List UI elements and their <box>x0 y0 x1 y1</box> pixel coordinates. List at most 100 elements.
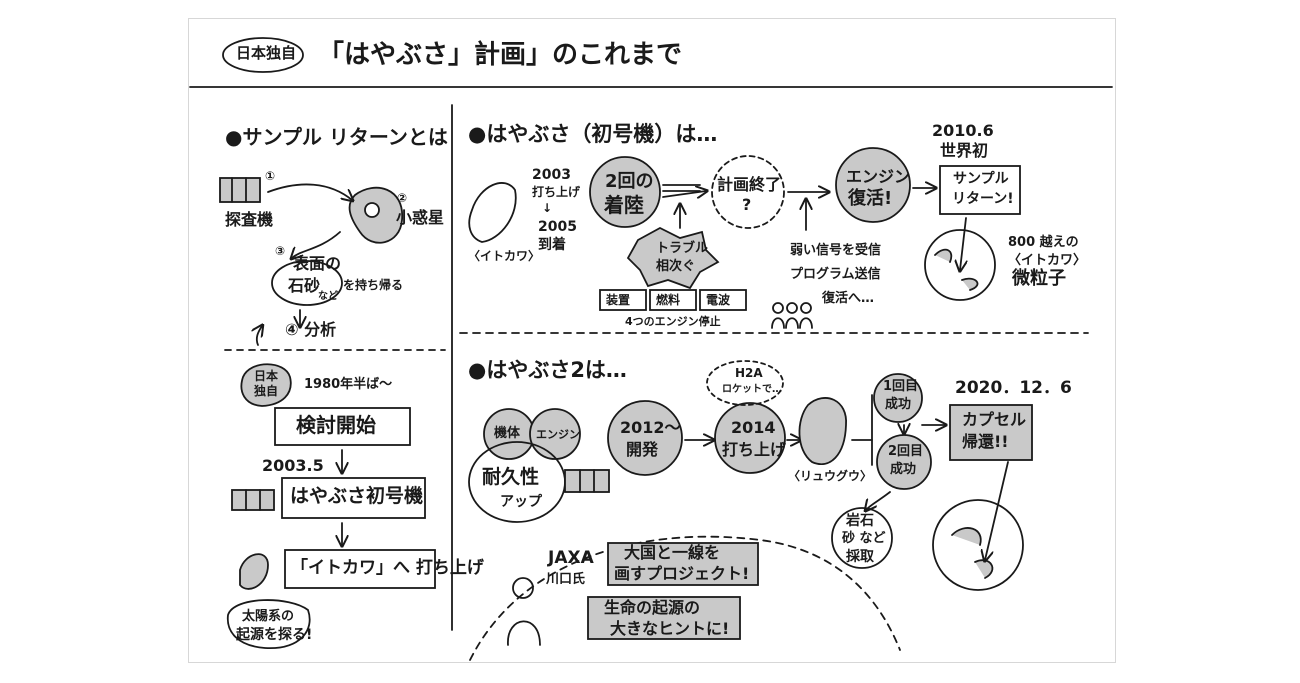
trouble-burst <box>626 226 720 290</box>
quote-box-1 <box>607 542 759 586</box>
first-line1: 1回目 <box>883 379 919 394</box>
box-hayabusa-label: はやぶさ初号機 <box>290 485 424 507</box>
asteroid-label: 小惑星 <box>396 208 445 227</box>
nado-label: など <box>318 291 338 302</box>
landing-line1: 2回の <box>605 171 654 192</box>
title-badge-oval <box>222 37 304 73</box>
h1-arrive: 到着 <box>538 237 566 253</box>
title-badge: 日本独自 <box>236 44 297 62</box>
dev-circle <box>607 400 683 476</box>
step-3: ③ <box>275 244 286 258</box>
step-2: ② <box>397 191 408 205</box>
first-success-circle <box>873 373 923 423</box>
history-period: 1980年半ば〜 <box>304 377 393 392</box>
hayabusa1-heading: ●はやぶさ（初号機）は… <box>468 122 718 146</box>
engine-label: エンジン <box>536 428 580 441</box>
launch-circle <box>714 402 786 474</box>
history-date: 2003.5 <box>262 456 324 475</box>
durable-label: 耐久性 <box>482 466 540 488</box>
second-line1: 2回目 <box>888 444 924 459</box>
h1-arrow: ↓ <box>542 201 553 215</box>
landing-circle <box>589 156 661 228</box>
h1-launch: 打ち上げ <box>532 185 581 199</box>
revive-line2: 復活! <box>848 188 893 209</box>
year-2010: 2010.6 <box>932 121 994 140</box>
ryugu-shape <box>798 397 847 465</box>
launch-line2: 打ち上げ <box>722 440 787 459</box>
plan-end-line1: 計画終了 <box>717 175 782 194</box>
probe-icon-2 <box>231 489 275 511</box>
dev-line2: 開発 <box>626 440 659 459</box>
surface-label: 表面の <box>293 254 342 273</box>
history-badge-line2: 独自 <box>254 384 279 398</box>
capsule-line2: 帰還!! <box>962 432 1009 451</box>
quote1-line1: 大国と一線を <box>624 543 721 562</box>
ryugu-label: 〈リュウグウ〉 <box>788 469 873 483</box>
person-label: 川口氏 <box>546 572 586 587</box>
quote2-line1: 生命の起源の <box>604 598 701 617</box>
history-badge <box>240 363 292 407</box>
capsule-line1: カプセル <box>962 410 1027 429</box>
sr-line1: サンプル <box>953 171 1009 187</box>
origin-line2: 起源を探る! <box>236 627 313 643</box>
box-kento <box>274 407 411 446</box>
box-itokawa <box>284 549 436 589</box>
earth-circle-1 <box>924 229 996 301</box>
sample-return-box <box>939 165 1021 215</box>
body-label: 機体 <box>494 426 521 441</box>
up-label: アップ <box>500 494 542 510</box>
year-2020: 2020．12．6 <box>955 378 1072 398</box>
dev-line1: 2012〜 <box>620 418 681 437</box>
landing-line2: 着陸 <box>604 193 644 217</box>
trouble-line1: トラブル <box>656 241 709 256</box>
trouble-line2: 相次ぐ <box>656 259 696 274</box>
page-title: 「はやぶさ」計画」のこれまで <box>318 40 683 70</box>
h2a-line1: H2A <box>735 366 763 380</box>
history-badge-line1: 日本 <box>254 369 279 383</box>
quote1-line2: 画すプロジェクト! <box>614 564 750 583</box>
h1-2005: 2005 <box>538 219 577 235</box>
capsule-box <box>949 404 1033 461</box>
revival-label: 復活へ… <box>822 291 875 306</box>
bring-back-label: を持ち帰る <box>343 278 404 292</box>
itokawa-shape <box>468 182 517 243</box>
h2a-line2: ロケットで… <box>722 384 782 395</box>
particles-line2: 〈イトカワ〉 <box>1008 253 1087 268</box>
program-label: プログラム送信 <box>790 267 881 282</box>
person-icon <box>507 577 541 646</box>
sand-label: 石砂 <box>288 276 321 295</box>
sample-return-heading: ●サンプル リターンとは <box>225 125 448 149</box>
second-line2: 成功 <box>890 462 917 477</box>
device-2: 燃料 <box>656 293 681 307</box>
world-first: 世界初 <box>940 141 989 160</box>
particles-line1: 800 越えの <box>1008 235 1079 250</box>
probe-label: 探査機 <box>225 210 274 229</box>
device-1: 装置 <box>606 293 631 307</box>
launch-line1: 2014 <box>731 418 776 437</box>
probe-icon <box>219 177 261 203</box>
rock-line3: 採取 <box>846 549 874 565</box>
itokawa-small <box>239 553 269 590</box>
particles-line3: 微粒子 <box>1012 268 1066 289</box>
rock-line2: 砂 など <box>842 531 886 546</box>
step-1: ① <box>265 169 276 183</box>
h1-2003: 2003 <box>532 167 571 183</box>
hayabusa2-heading: ●はやぶさ2は… <box>468 358 627 382</box>
revive-line1: エンジン <box>846 167 911 186</box>
quote-box-2 <box>587 596 741 640</box>
probe-icon-3 <box>564 469 610 493</box>
people-icons <box>771 302 813 329</box>
earth-circle-2 <box>932 499 1024 591</box>
box-itokawa-label: 「イトカワ」へ 打ち上げ <box>291 558 484 578</box>
box-kento-label: 検討開始 <box>296 413 376 437</box>
jaxa-label: JAXA <box>548 548 594 568</box>
box-hayabusa <box>281 477 426 519</box>
rock-line1: 岩石 <box>846 513 874 529</box>
origin-line1: 太陽系の <box>242 609 295 624</box>
h2a-cloud <box>706 360 784 406</box>
engine-stop: 4つのエンジン停止 <box>625 315 721 328</box>
rock-circle <box>831 507 893 569</box>
signal-label: 弱い信号を受信 <box>790 243 882 258</box>
first-line2: 成功 <box>885 397 912 412</box>
